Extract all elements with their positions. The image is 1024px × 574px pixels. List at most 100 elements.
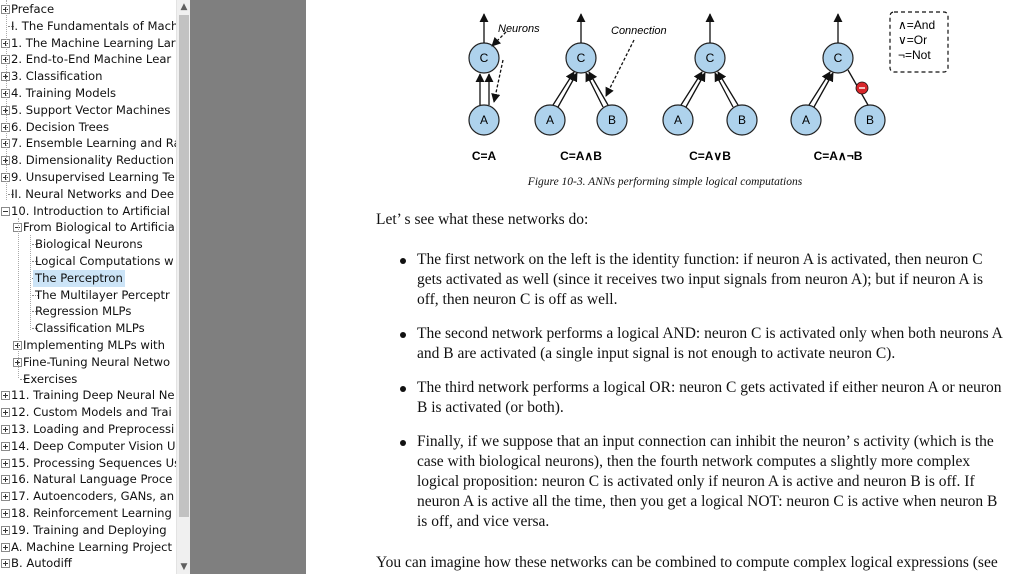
toc-item[interactable]: Exercises — [0, 371, 176, 388]
bullet-line: is off, and vice versa. — [417, 513, 550, 530]
bullet-line: B is activated (or both). — [417, 399, 564, 416]
expand-plus-icon[interactable] — [1, 391, 10, 401]
expand-plus-icon[interactable] — [1, 156, 10, 166]
toc-item[interactable]: 3. Classification — [0, 68, 176, 85]
bullet-line: gets activated as well (since it receive… — [417, 271, 984, 288]
toc-item[interactable]: 11. Training Deep Neural Ne — [0, 387, 176, 404]
toc-item-selected[interactable]: The Perceptron — [0, 269, 176, 287]
neuron-a-label: A — [546, 113, 554, 127]
toc-item-label: Preface — [11, 2, 55, 16]
collapse-minus-icon[interactable] — [1, 206, 10, 216]
expand-plus-icon[interactable] — [1, 458, 10, 468]
toc-item[interactable]: Fine-Tuning Neural Netwo — [0, 354, 176, 371]
toc-item[interactable]: 17. Autoencoders, GANs, an — [0, 488, 176, 505]
logic-formula: C=A — [472, 149, 497, 163]
expand-plus-icon[interactable] — [1, 425, 10, 434]
expand-plus-icon[interactable] — [1, 559, 10, 569]
toc-item-label: 11. Training Deep Neural Ne — [11, 388, 175, 403]
neuron-c-label: C — [706, 51, 715, 65]
neuron-b-label: B — [866, 113, 874, 127]
neuron-a-label: A — [802, 113, 810, 127]
bullet-dot-icon — [400, 386, 406, 392]
scroll-up-arrow-icon[interactable]: ▲ — [180, 2, 188, 12]
toc-item[interactable]: 6. Decision Trees — [0, 119, 176, 136]
expand-plus-icon[interactable] — [1, 408, 10, 418]
scrollbar-thumb[interactable] — [179, 15, 189, 517]
collapse-minus-icon[interactable] — [13, 223, 22, 233]
expand-plus-icon[interactable] — [1, 492, 10, 502]
expand-plus-icon[interactable] — [1, 475, 10, 485]
expand-plus-icon[interactable] — [1, 55, 10, 65]
toc-item-label: Implementing MLPs with — [23, 338, 165, 352]
neuron-a-label: A — [480, 113, 488, 127]
toc-item-label: 4. Training Models — [11, 86, 117, 100]
toc-item[interactable]: Implementing MLPs with — [0, 337, 176, 354]
expand-plus-icon[interactable] — [1, 122, 10, 132]
toc-item[interactable]: Biological Neurons — [0, 236, 176, 253]
expand-plus-icon[interactable] — [1, 542, 10, 552]
toc-item[interactable]: 1. The Machine Learning Lar — [0, 35, 176, 52]
expand-plus-icon[interactable] — [1, 509, 10, 518]
neuron-b — [596, 104, 628, 136]
expand-plus-icon[interactable] — [13, 357, 22, 367]
neurons-annotation: Neurons — [498, 23, 540, 35]
toc-item[interactable]: 15. Processing Sequences Us — [0, 455, 176, 472]
toc-item[interactable]: 10. Introduction to Artificial — [0, 203, 176, 220]
expand-plus-icon[interactable] — [1, 139, 10, 149]
expand-plus-icon[interactable] — [1, 38, 10, 48]
expand-plus-icon[interactable] — [1, 5, 10, 14]
expand-plus-icon[interactable] — [13, 341, 22, 350]
toc-item[interactable]: B. Autodiff — [0, 555, 176, 572]
toc-item[interactable]: Classification MLPs — [0, 320, 176, 337]
tree-connector — [32, 294, 38, 296]
expand-plus-icon[interactable] — [1, 173, 10, 182]
toc-item[interactable]: I. The Fundamentals of Machi — [0, 18, 176, 35]
toc-item[interactable]: Logical Computations w — [0, 253, 176, 270]
bullet-item: The second network performs a logical AN… — [400, 324, 1024, 364]
expand-plus-icon[interactable] — [1, 105, 10, 115]
pointer-arrow — [491, 31, 507, 47]
toc-item[interactable]: Regression MLPs — [0, 303, 176, 320]
toc-item[interactable]: II. Neural Networks and Dee — [0, 186, 176, 203]
scroll-down-arrow-icon[interactable]: ▼ — [180, 562, 188, 572]
toc-item[interactable]: 4. Training Models — [0, 85, 176, 102]
toc-item[interactable]: The Multilayer Perceptr — [0, 287, 176, 304]
toc-item[interactable]: A. Machine Learning Project — [0, 539, 176, 556]
toc-item[interactable]: Preface — [0, 1, 176, 18]
toc-item[interactable]: 19. Training and Deploying — [0, 522, 176, 539]
toc-item[interactable]: 13. Loading and Preprocessi — [0, 421, 176, 438]
toc-item-label: 3. Classification — [11, 69, 103, 84]
expand-plus-icon[interactable] — [1, 525, 10, 535]
toc-item-label: Logical Computations w — [35, 254, 174, 268]
toc-item[interactable]: 14. Deep Computer Vision U — [0, 438, 176, 455]
neuron-c-label: C — [834, 51, 843, 65]
toc-item[interactable]: 5. Support Vector Machines — [0, 102, 176, 119]
expand-plus-icon[interactable] — [1, 89, 10, 98]
expand-plus-icon[interactable] — [1, 441, 10, 451]
toc-item[interactable]: From Biological to Artificia — [0, 219, 176, 236]
figure-caption: Figure 10-3. ANNs performing simple logi… — [527, 176, 803, 188]
input-connection — [585, 72, 604, 108]
legend-entry: ∨=Or — [898, 33, 927, 47]
toc-item-label: 8. Dimensionality Reduction — [11, 153, 174, 168]
tree-connector — [20, 378, 26, 380]
toc-item[interactable]: 8. Dimensionality Reduction — [0, 152, 176, 169]
toc-scrollbar[interactable]: ▲ ▼ — [176, 0, 190, 574]
input-connection — [552, 71, 575, 106]
expand-plus-icon[interactable] — [1, 72, 10, 82]
toc-item-label: 19. Training and Deploying — [11, 522, 167, 537]
toc-item[interactable]: 12. Custom Models and Trai — [0, 404, 176, 421]
toc-item[interactable]: 7. Ensemble Learning and Ra — [0, 135, 176, 152]
toc-item[interactable]: 9. Unsupervised Learning Te — [0, 169, 176, 186]
neuron-b-label: B — [738, 113, 746, 127]
input-connection — [813, 72, 834, 108]
bullet-line: The first network on the left is the ide… — [417, 251, 983, 268]
toc-item[interactable]: 16. Natural Language Proce — [0, 471, 176, 488]
toc-item[interactable]: 18. Reinforcement Learning — [0, 505, 176, 522]
neuron-c-label: C — [577, 51, 586, 65]
neuron-a — [662, 104, 694, 136]
neuron-a — [468, 104, 500, 136]
toc-item[interactable]: 2. End-to-End Machine Lear — [0, 51, 176, 68]
